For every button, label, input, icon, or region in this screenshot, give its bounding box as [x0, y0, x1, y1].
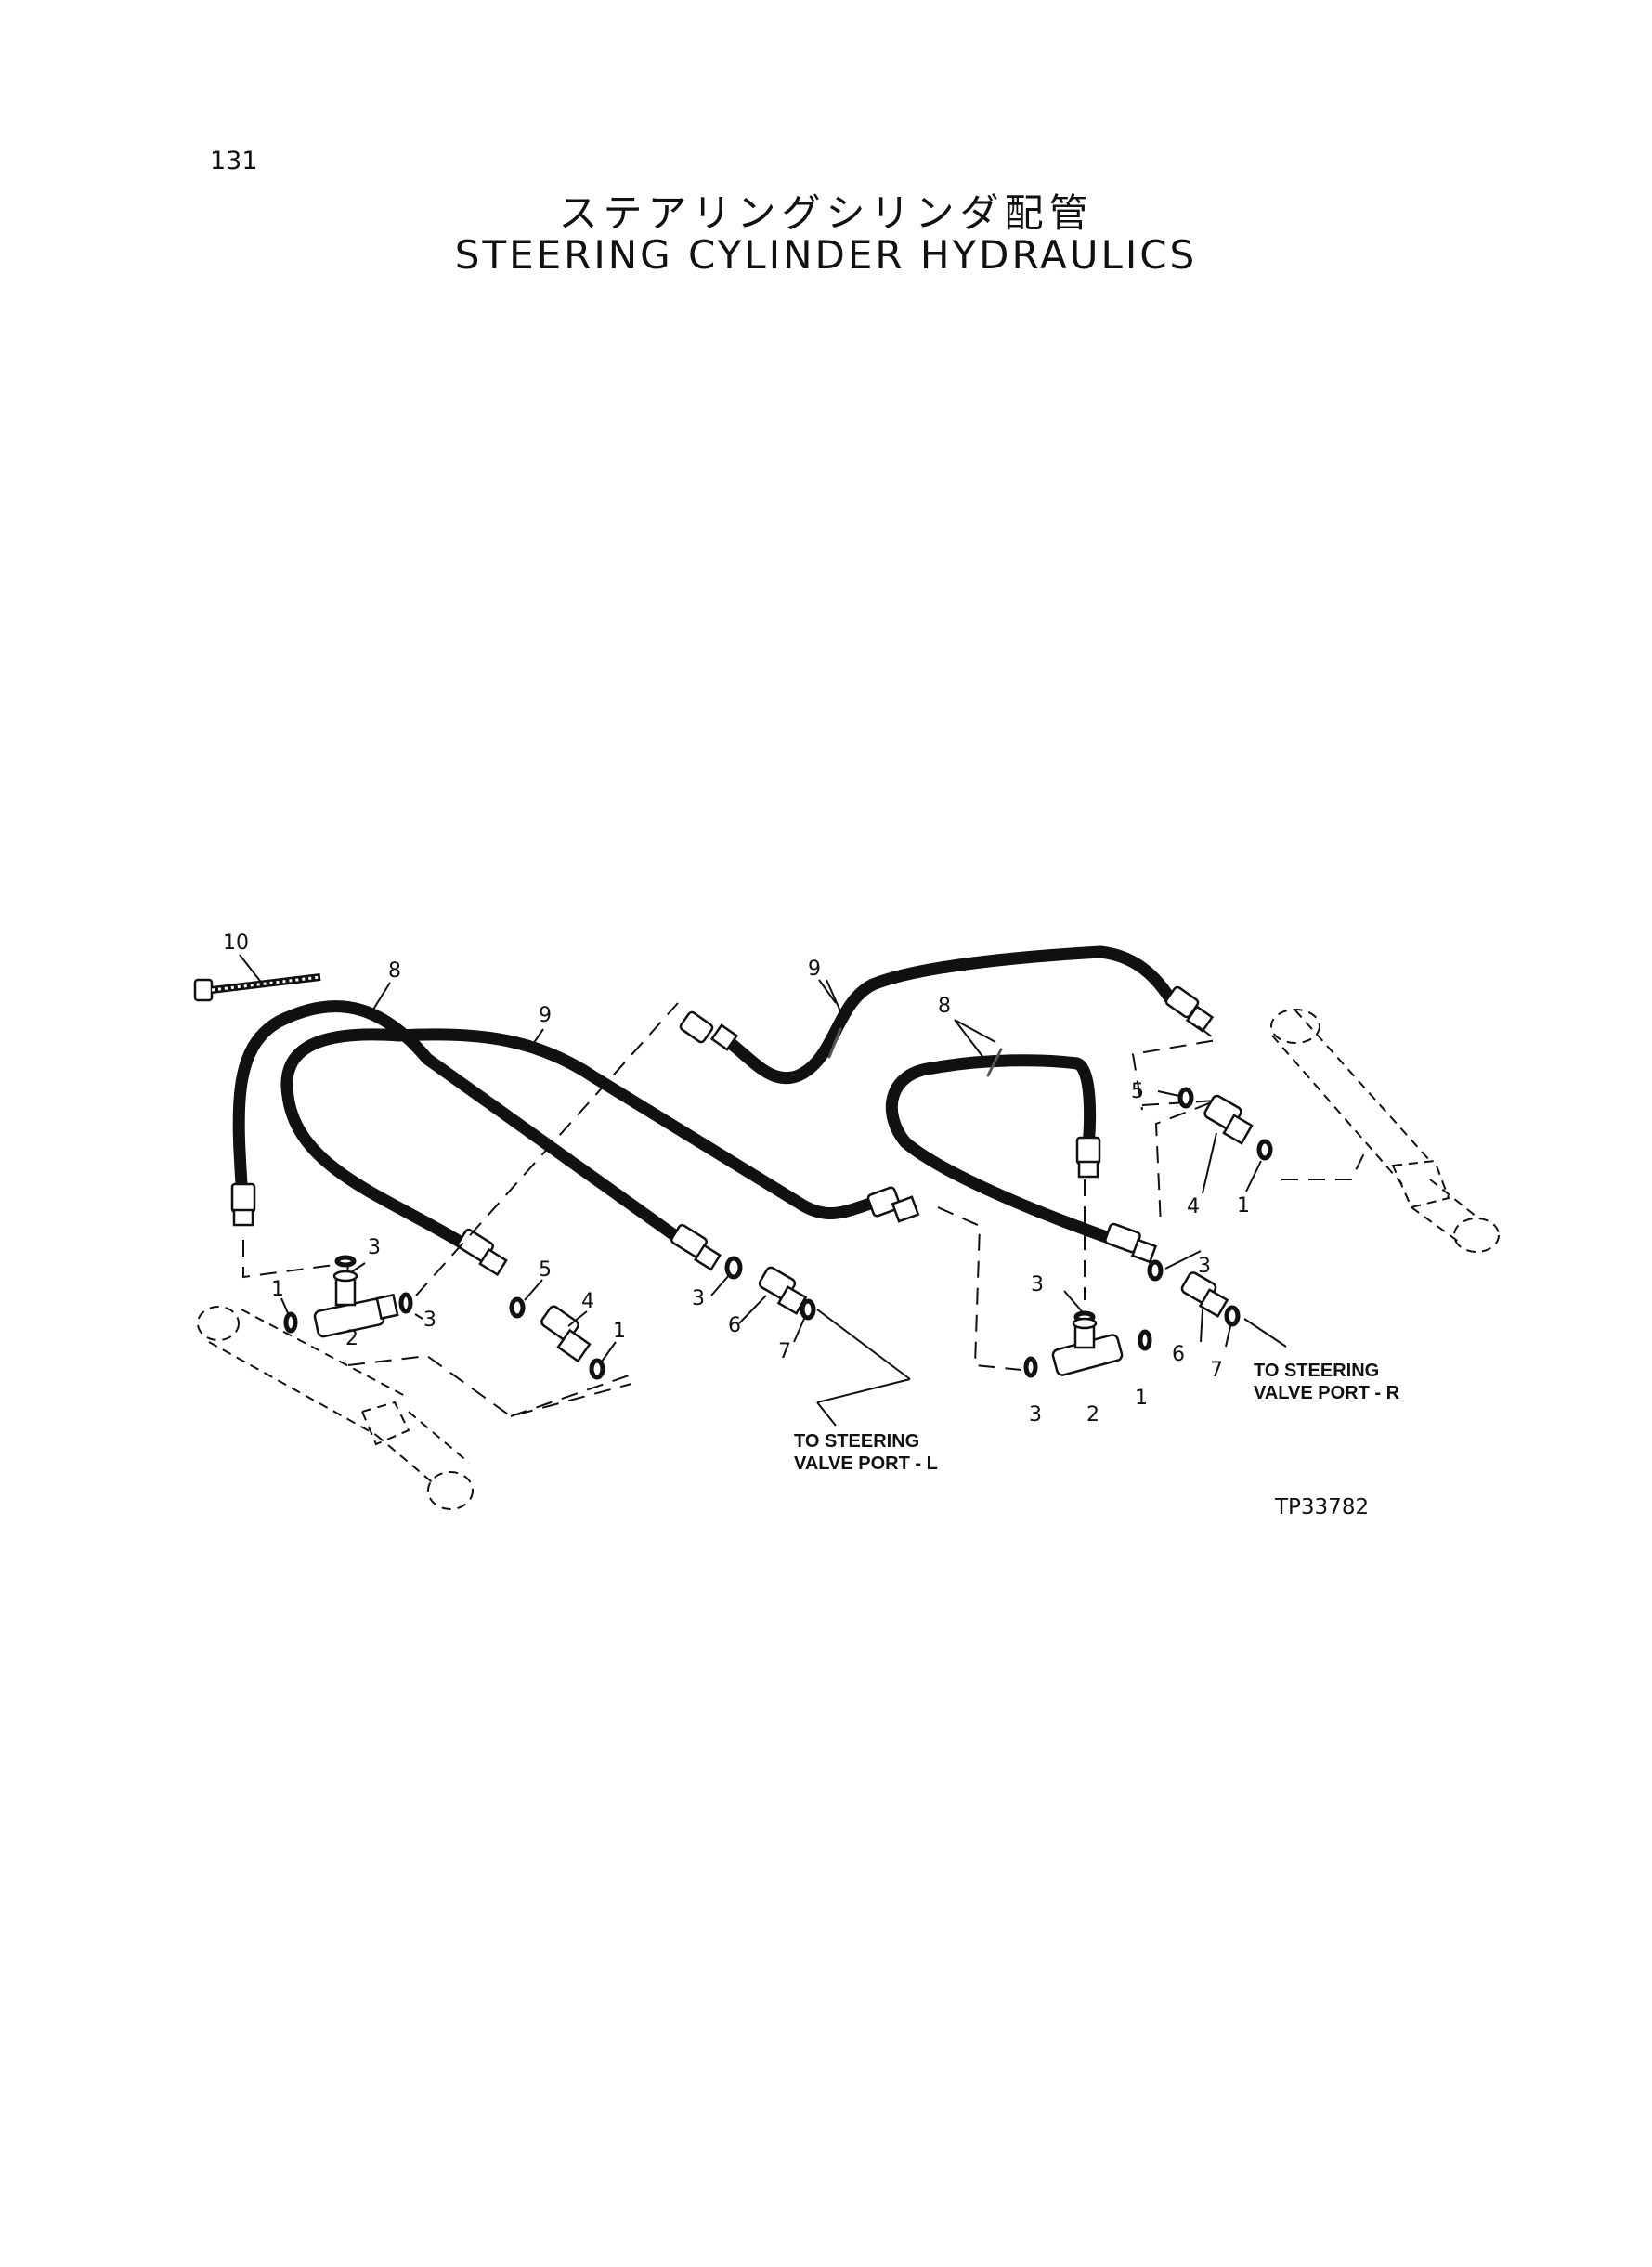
callout-8-left: 8: [388, 959, 401, 983]
o-ring-5-left: [509, 1296, 526, 1319]
o-ring-3-mid: [724, 1256, 743, 1280]
callout-3-left-top: 3: [368, 1236, 381, 1259]
o-ring-5-right: [1177, 1087, 1194, 1109]
callout-7-right: 7: [1210, 1359, 1223, 1382]
right-adapter-4: [1203, 1094, 1254, 1145]
callout-4-left: 4: [581, 1290, 594, 1313]
hose-8-right: [885, 1054, 1121, 1246]
callout-3-mid: 3: [692, 1287, 705, 1310]
o-ring-3-left-top: [334, 1255, 357, 1268]
callout-6-right: 6: [1172, 1343, 1185, 1366]
o-ring-7-right: [1224, 1305, 1241, 1327]
callout-4-right: 4: [1187, 1195, 1200, 1218]
callout-1-right: 1: [1237, 1194, 1250, 1218]
o-ring-3-right: [1147, 1259, 1164, 1282]
left-adapter-4: [540, 1305, 592, 1363]
note-right: TO STEERING VALVE PORT - R: [1254, 1361, 1400, 1403]
page-title-english: STEERING CYLINDER HYDRAULICS: [454, 232, 1198, 278]
o-ring-1-right: [1256, 1139, 1273, 1161]
callout-8-right: 8: [938, 995, 951, 1018]
callout-2-right: 2: [1086, 1403, 1099, 1427]
page-title-japanese: ステアリングシリンダ配管: [558, 190, 1094, 236]
callout-1-left: 1: [271, 1278, 284, 1301]
tie-strap: [193, 973, 321, 1002]
left-tee: [313, 1270, 399, 1338]
note-right-line1: TO STEERING: [1254, 1361, 1379, 1381]
o-ring-7-mid: [800, 1298, 816, 1321]
callout-10: 10: [223, 932, 249, 955]
hose-9-left: [280, 1028, 879, 1251]
callout-labels: 10 8 9 9 8 5 4 1 3 3 6 7 3 2 1 3 1 2 3 5…: [223, 932, 1250, 1427]
callout-3-right: 3: [1198, 1255, 1211, 1278]
note-left-line1: TO STEERING: [794, 1431, 919, 1452]
note-left: TO STEERING VALVE PORT - L: [794, 1431, 938, 1474]
callout-3-right-lower: 3: [1029, 1403, 1042, 1427]
callout-9-left: 9: [539, 1004, 552, 1027]
callout-9-right: 9: [808, 958, 821, 981]
note-right-line2: VALVE PORT - R: [1254, 1383, 1400, 1403]
hose-cut-marks: [827, 1027, 1003, 1077]
callout-7-mid: 7: [778, 1340, 791, 1363]
o-ring-3-left: [398, 1292, 413, 1314]
page-number: 131: [210, 147, 258, 176]
o-ring-3-right-lower: [1023, 1356, 1038, 1378]
callout-1-right-lower: 1: [1135, 1387, 1148, 1410]
callout-3-right-top: 3: [1031, 1273, 1044, 1296]
callout-6-mid: 6: [728, 1314, 741, 1337]
o-ring-1-left-lower: [589, 1358, 605, 1380]
mid-adapter-6: [758, 1266, 808, 1315]
callout-2-left: 2: [345, 1327, 358, 1350]
note-left-line2: VALVE PORT - L: [794, 1453, 938, 1474]
callout-5-right: 5: [1131, 1080, 1144, 1103]
right-cylinder-phantom: [1270, 1009, 1500, 1253]
assembly-lines: [242, 1002, 1366, 1418]
callout-3-left: 3: [423, 1309, 436, 1332]
right-adapter-6: [1180, 1271, 1229, 1318]
callout-5-left: 5: [539, 1258, 552, 1282]
o-ring-1-left: [283, 1311, 298, 1334]
hose-9-right: [718, 945, 1178, 1085]
o-ring-1-right-lower: [1138, 1329, 1152, 1351]
figure-reference: TP33782: [1274, 1495, 1369, 1519]
hose-8-left: [232, 1000, 694, 1251]
leader-lines: [239, 954, 1287, 1427]
hose-fittings: [230, 985, 1215, 1277]
callout-1-left-lower: 1: [613, 1320, 626, 1343]
left-cylinder-phantom: [197, 1306, 474, 1510]
right-tee: [1051, 1317, 1124, 1376]
